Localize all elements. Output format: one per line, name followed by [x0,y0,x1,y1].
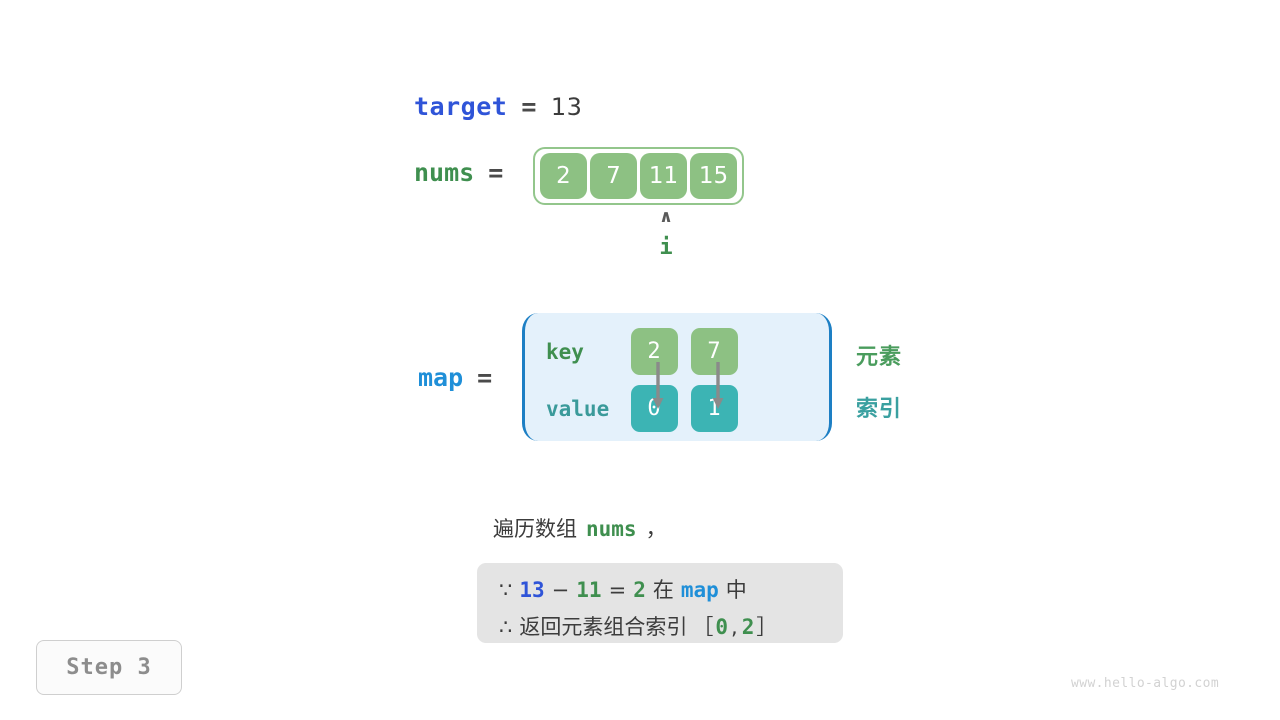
pointer-label-i: i [659,235,673,260]
legend-element: 元素 [856,345,903,370]
target-variable-name: target [414,92,508,121]
caption-traverse-array: 遍历数组 nums ， [493,513,667,543]
minus-symbol: − [551,578,570,602]
info-row-because: ∵ 13 − 11 = 2 在 map 中 [499,574,747,604]
map-row-label-key: key [546,339,584,364]
info-word-in: 在 [652,578,674,602]
map-value-cell-wrap-1: 1 [684,380,744,437]
bracket-close: ］ [756,615,778,639]
map-key-cell-wrap-0: 2 [624,323,684,380]
target-equals-sign: = [521,92,537,121]
info-row-therefore: ∴ 返回元素组合索引 ［ 0 , 2 ］ [499,611,777,641]
nums-variable-name: nums [414,158,475,187]
nums-array-container: 2 7 11 15 [533,147,744,205]
caption-code-nums: nums [586,517,637,541]
index-pointer: ∧ i [645,208,687,260]
map-value-cell-1: 1 [690,385,738,432]
info-result-index-0: 0 [715,615,729,639]
map-variable-name: map [418,363,464,392]
result-comma: , [731,615,738,639]
equals-symbol: = [608,578,627,602]
step-badge: Step 3 [36,640,182,695]
watermark: www.hello-algo.com [1071,676,1220,691]
info-result-index-1: 2 [741,615,755,639]
nums-equals-sign: = [488,158,504,187]
map-key-cell-1: 7 [690,328,738,375]
nums-declaration: nums = [414,158,503,187]
map-row-label-value: value [546,396,610,421]
info-value-current: 11 [576,578,602,602]
caption-suffix: ， [645,517,667,541]
info-code-map: map [680,578,719,602]
map-grid: key 2 7 value 0 1 [546,323,744,437]
nums-cell-0: 2 [540,153,587,199]
nums-cell-1: 7 [590,153,637,199]
map-declaration: map = [418,363,492,392]
nums-cell-2: 11 [640,153,687,199]
map-value-cell-0: 0 [630,385,678,432]
info-word-zhong: 中 [725,578,747,602]
legend-index: 索引 [856,397,903,422]
target-declaration: target = 13 [414,92,582,121]
map-key-cell-0: 2 [630,328,678,375]
info-value-complement: 2 [633,578,646,602]
map-value-cell-wrap-0: 0 [624,380,684,437]
info-box: ∵ 13 − 11 = 2 在 map 中 ∴ 返回元素组合索引 ［ 0 , 2… [477,563,843,643]
therefore-symbol: ∴ [499,615,513,639]
bracket-open: ［ [692,615,714,639]
info-value-target: 13 [519,578,545,602]
info-result-text: 返回元素组合索引 [519,615,688,639]
caption-prefix: 遍历数组 [493,517,577,541]
caret-up-icon: ∧ [659,207,673,227]
because-symbol: ∵ [499,578,513,602]
map-equals-sign: = [477,363,493,392]
map-key-cell-wrap-1: 7 [684,323,744,380]
nums-cell-3: 15 [690,153,737,199]
target-value: 13 [550,93,583,121]
